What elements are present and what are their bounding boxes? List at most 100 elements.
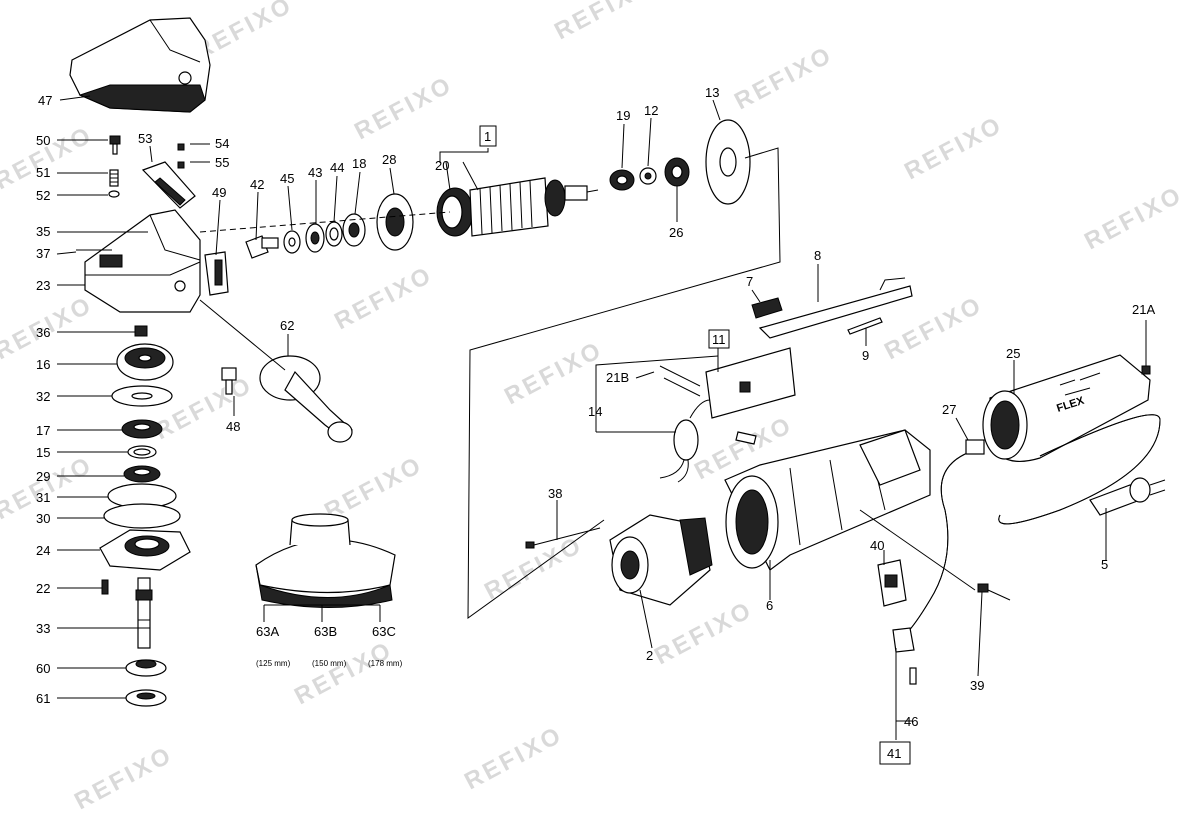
part-label-11: 11 [712,332,726,347]
part-39-terminal [977,583,1011,601]
part-label-55: 55 [215,155,229,170]
part-22-screw [101,579,109,595]
part-label-41: 41 [887,746,901,761]
part-label-49: 49 [212,185,226,200]
part-label-28: 28 [382,152,396,167]
part-cable-clamp [892,627,917,685]
part-label-30: 30 [36,511,50,526]
watermark: REFIXO [730,41,837,115]
part-13-washer [705,119,751,205]
part-45-43-44-18-bearings [283,213,366,254]
part-label-35: 35 [36,224,50,239]
part-15-ring [127,445,157,459]
part-16-bevel-gear [116,343,174,381]
part-label-42: 42 [250,177,264,192]
part-label-37: 37 [36,246,50,261]
part-label-21A: 21A [1132,302,1155,317]
part-label-18: 18 [352,156,366,171]
part-label-44: 44 [330,160,344,175]
part-2-stator [609,514,713,606]
watermark: REFIXO [880,291,987,365]
part-label-17: 17 [36,423,50,438]
part-63-wheel-guard [255,513,396,608]
part-label-19: 19 [616,108,630,123]
part-label-13: 13 [705,85,719,100]
part-label-1-box [479,125,497,147]
part-49-clip [204,251,229,296]
part-label-33: 33 [36,621,50,636]
part-11-switch [705,347,796,419]
part-label-27: 27 [942,402,956,417]
part-label-14: 14 [588,404,602,419]
part-40-switch-module [877,559,907,607]
part-label-32: 32 [36,389,50,404]
part-label-48: 48 [226,419,240,434]
part-28-bearing-flange [376,193,414,251]
part-17-bearing [121,419,163,439]
size-label-63C: (178 mm) [368,659,403,668]
part-21A-screw [1141,365,1151,375]
part-20-armature [436,177,599,237]
part-label-1: 1 [484,129,491,144]
part-33-spindle [135,577,153,649]
part-label-38: 38 [548,486,562,501]
part-9-pin [847,317,883,335]
part-24-flange [99,529,191,571]
part-label-43: 43 [308,165,322,180]
part-label-31: 31 [36,490,50,505]
part-5-plug [1089,477,1166,516]
part-label-50: 50 [36,133,50,148]
part-label-11-box [708,329,730,349]
part-53-brush-plate [141,161,196,209]
part-label-22: 22 [36,581,50,596]
part-60-61-flange-nuts [125,659,167,707]
watermark: REFIXO [900,111,1007,185]
part-label-9: 9 [862,348,869,363]
watermark: REFIXO [290,636,397,710]
watermark: REFIXO [150,371,257,445]
part-36-nut [134,325,148,337]
part-label-5: 5 [1101,557,1108,572]
part-23-gear-housing [84,209,201,313]
part-label-29: 29 [36,469,50,484]
watermark: REFIXO [1080,181,1184,255]
watermark: REFIXO [330,261,437,335]
watermark: REFIXO [550,0,657,45]
part-35-37-screws [76,231,148,251]
part-label-21B: 21B [606,370,629,385]
part-label-39: 39 [970,678,984,693]
part-6-motor-housing [724,429,931,571]
part-label-60: 60 [36,661,50,676]
part-50-52-screw-stack [108,135,121,198]
part-label-7: 7 [746,274,753,289]
part-32-disc [111,385,173,407]
part-label-26: 26 [669,225,683,240]
part-62-side-handle [199,299,353,443]
watermark: REFIXO [70,741,177,815]
part-label-36: 36 [36,325,50,340]
part-label-8: 8 [814,248,821,263]
part-label-46: 46 [904,714,918,729]
size-label-63A: (125 mm) [256,659,291,668]
part-31-30-rings [103,483,181,529]
part-41-bracket-line [895,648,912,740]
part-connector [735,431,757,445]
part-label-16: 16 [36,357,50,372]
part-54-55-screws [177,143,185,169]
part-label-24: 24 [36,543,50,558]
part-label-15: 15 [36,445,50,460]
part-label-41-box [879,741,911,765]
part-label-63B: 63B [314,624,337,639]
part-label-45: 45 [280,171,294,186]
part-25-handle-cover: FLEX [982,354,1151,462]
watermark: REFIXO [500,336,607,410]
part-label-25: 25 [1006,346,1020,361]
part-7-switch-button [751,297,783,319]
part-42-spindle-lock [245,235,279,259]
part-label-20: 20 [435,158,449,173]
part-14-capacitor [659,365,711,483]
assembly-bracket [467,147,781,619]
part-19-12-26-bearings [609,157,690,191]
